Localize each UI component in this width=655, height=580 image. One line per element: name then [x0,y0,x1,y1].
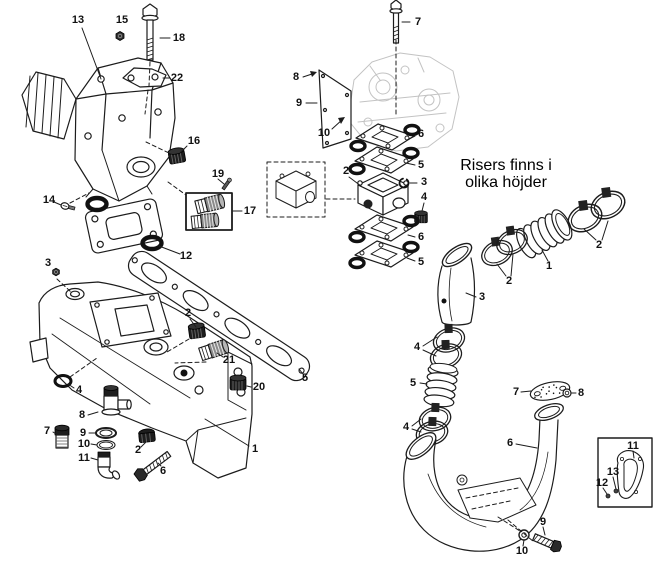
callout-13-33: 13 [606,466,620,478]
callout-16-4: 16 [187,135,201,147]
bolt-18-drawing [141,3,159,61]
callout-7-42: 7 [43,425,51,437]
plug-7-drawing [54,424,70,449]
callout-6-27: 6 [506,437,514,449]
seal-ring-3-drawing [398,177,410,189]
seal-9-drawing [95,427,117,439]
elbow-fitting-11-drawing [97,451,121,480]
nut-15-drawing [115,30,125,42]
washer-10-drawing [518,529,530,541]
callout-3-23: 3 [478,291,486,303]
pin-19-drawing [221,177,232,191]
callout-6-13: 6 [417,128,425,140]
cap-2-upper-drawing [187,321,207,340]
callout-22-3: 22 [170,72,184,84]
callout-5-19: 5 [417,256,425,268]
callout-20-38: 20 [252,381,266,393]
bolt-7-drawing [389,0,403,44]
callout-21-37: 21 [222,354,236,366]
callout-2-22: 2 [505,275,513,287]
callout-5-39: 5 [301,372,309,384]
plug-20-drawing [229,374,247,391]
callout-1-20: 1 [545,260,553,272]
callout-10-12: 10 [317,127,331,139]
bellows-1-drawing [516,209,573,259]
bracket-kit-11-box [597,437,653,508]
nut-8-right-drawing [562,388,572,398]
riser-note-line1: Risers finns i [460,157,552,174]
callout-9-30: 9 [539,516,547,528]
callout-15-1: 15 [115,14,129,26]
callout-5-14: 5 [417,159,425,171]
riser-note-line2: olika höjder [465,173,547,191]
tee-fitting-8-drawing [101,385,132,416]
callout-2-46: 2 [134,444,142,456]
callout-9-11: 9 [295,97,303,109]
callout-2-21: 2 [595,239,603,251]
callout-5-25: 5 [409,377,417,389]
callout-4-26: 4 [402,421,410,433]
gasket-6-a-drawing [349,122,421,153]
callout-10-44: 10 [77,438,91,450]
upper-exhaust-manifold-drawing [21,57,176,202]
callout-12-34: 12 [595,477,609,489]
bolt-6-drawing [133,450,172,482]
alternate-riser-box [266,161,326,218]
callout-18-2: 18 [172,32,186,44]
leader-lines [52,21,635,547]
plate-9-drawing [318,69,352,149]
bracket-22-drawing [122,67,167,88]
callout-1-48: 1 [251,443,259,455]
exhaust-pipe-6-drawing [403,403,564,552]
manifold-gasket-5-drawing [127,250,311,382]
callout-3-35: 3 [44,257,52,269]
ring-10-drawing [96,439,116,451]
hose-5-drawing [423,362,459,408]
callout-11-45: 11 [78,452,90,464]
gasket-6-b-drawing [348,213,420,244]
callout-12-8: 12 [179,250,193,262]
callout-8-41: 8 [78,409,86,421]
callout-4-17: 4 [420,191,428,203]
callout-10-31: 10 [515,545,529,557]
callout-7-9: 7 [414,16,422,28]
gasket-5-b-drawing [348,239,420,270]
elbow-3-drawing [437,242,475,326]
callout-8-29: 8 [577,387,585,399]
callout-4-24: 4 [413,341,421,353]
callout-17-6: 17 [243,205,257,217]
callout-6-18: 6 [417,231,425,243]
callout-7-28: 7 [512,386,520,398]
cap-2-lower-drawing [138,428,156,444]
callout-3-16: 3 [420,176,428,188]
riser-note: Risers finns i olika höjder [449,157,563,192]
nut-3-drawing [52,267,60,277]
o-ring-4-drawing [53,374,73,388]
screw-14-drawing [60,202,76,211]
fitting-kit-17-box [185,192,233,231]
callout-13-0: 13 [71,14,85,26]
riser-gasket-drawing [84,198,164,254]
callout-4-40: 4 [75,384,83,396]
callout-11-32: 11 [627,440,639,452]
clamp-2-left-a-drawing [474,230,518,272]
o-ring-12-lower-drawing [140,234,164,252]
bolt-9-drawing [532,533,562,553]
callout-2-36: 2 [184,307,192,319]
o-ring-12-upper-drawing [85,195,109,213]
clamp-2-right-b-drawing [583,180,631,225]
callout-8-10: 8 [292,71,300,83]
callout-9-43: 9 [79,427,87,439]
callout-2-15: 2 [342,165,350,177]
callout-19-5: 19 [211,168,225,180]
callout-14-7: 14 [42,194,56,206]
callout-6-47: 6 [159,465,167,477]
assembly-dashed-lines [56,39,535,543]
flange-7-drawing [529,381,571,401]
